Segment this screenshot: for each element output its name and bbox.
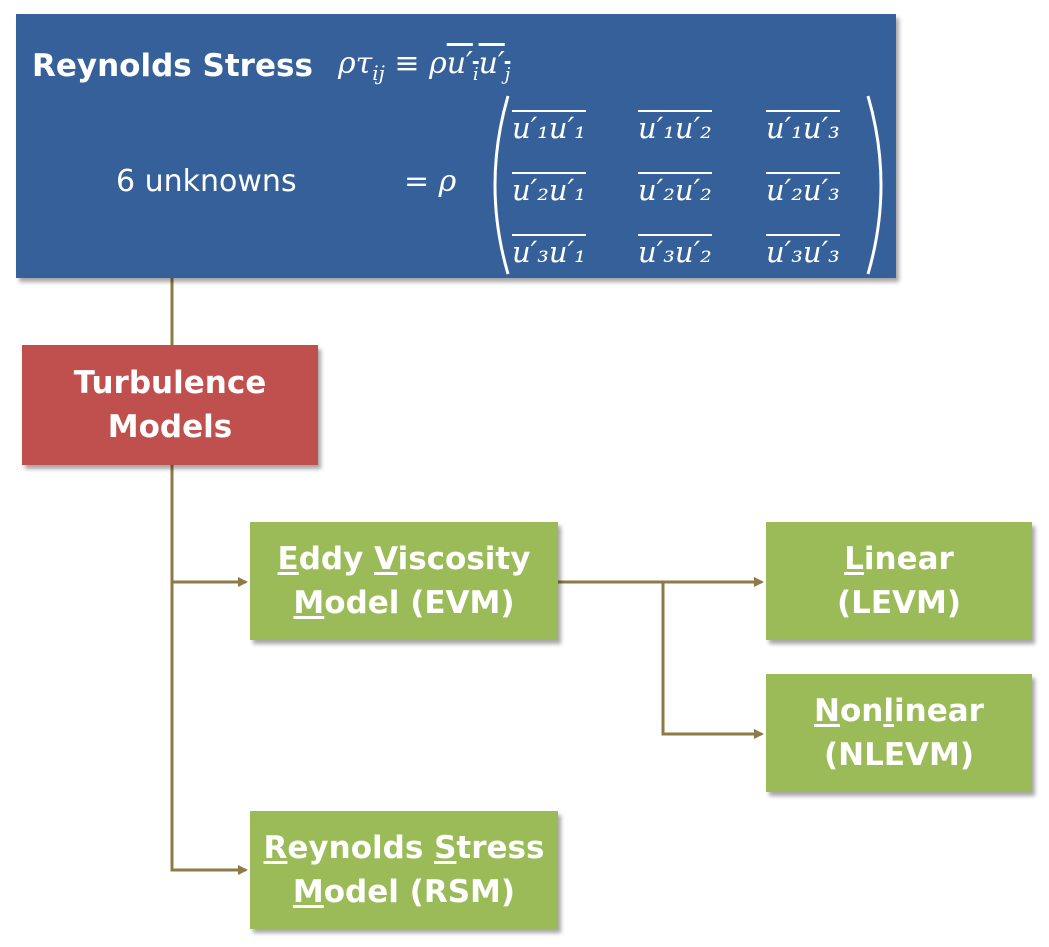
matrix-cell-3-1: u′₃u′₁	[512, 234, 586, 269]
evm-label: Eddy Viscosity Model (EVM)	[277, 541, 531, 621]
nl-label-initial-0: N	[814, 693, 840, 729]
rsm-label: Reynolds Stress Model (RSM)	[263, 830, 545, 910]
connector-turbulence-trunk	[170, 465, 248, 875]
rsm-label-initial-1: S	[434, 830, 457, 866]
matrix-cell-1-1: u′₁u′₁	[512, 110, 586, 145]
matrix-cell-3-3: u′₃u′₃	[766, 234, 840, 269]
evm-label-initial-0: E	[277, 541, 299, 577]
nonlinear-evm-label: Nonlinear (NLEVM)	[814, 693, 984, 773]
matrix-cell-2-2: u′₂u′₂	[638, 172, 712, 207]
reynolds-stress-model-box: Reynolds Stress Model (RSM)	[250, 811, 558, 929]
reynolds-stress-definition: ρτij ≡ ρu′iu′j	[338, 46, 511, 85]
matrix-cell-2-3: u′₂u′₃	[766, 172, 840, 207]
matrix-cell-2-1: u′₂u′₁	[512, 172, 586, 207]
linear-evm-label: Linear (LEVM)	[836, 541, 962, 621]
rsm-label-initial-2: M	[292, 874, 324, 910]
lin-label-initial-0: L	[844, 541, 864, 577]
turbulence-models-label: Turbulence Models	[73, 365, 267, 445]
matrix-cell-1-3: u′₁u′₃	[766, 110, 840, 145]
rsm-label-initial-0: R	[263, 830, 288, 866]
unknowns-label: 6 unknowns	[116, 164, 297, 199]
eddy-viscosity-model-box: Eddy Viscosity Model (EVM)	[250, 522, 558, 640]
nonlinear-evm-box: Nonlinear (NLEVM)	[766, 674, 1032, 792]
nl-label-initial-1: l	[883, 693, 895, 729]
evm-label-initial-2: M	[293, 585, 325, 621]
linear-evm-box: Linear (LEVM)	[766, 522, 1032, 640]
matrix-equals: = ρ	[404, 164, 457, 199]
evm-label-initial-1: V	[374, 541, 398, 577]
matrix-brackets	[493, 95, 883, 275]
turbulence-models-box: Turbulence Models	[22, 345, 318, 465]
reynolds-stress-box: Reynolds Stress ρτij ≡ ρu′iu′j 6 unknown…	[16, 14, 896, 278]
reynolds-stress-title: Reynolds Stress	[32, 48, 313, 84]
connector-evm-to-nonlinear	[661, 582, 764, 739]
matrix-cell-1-2: u′₁u′₂	[638, 110, 712, 145]
matrix-cell-3-2: u′₃u′₂	[638, 234, 712, 269]
